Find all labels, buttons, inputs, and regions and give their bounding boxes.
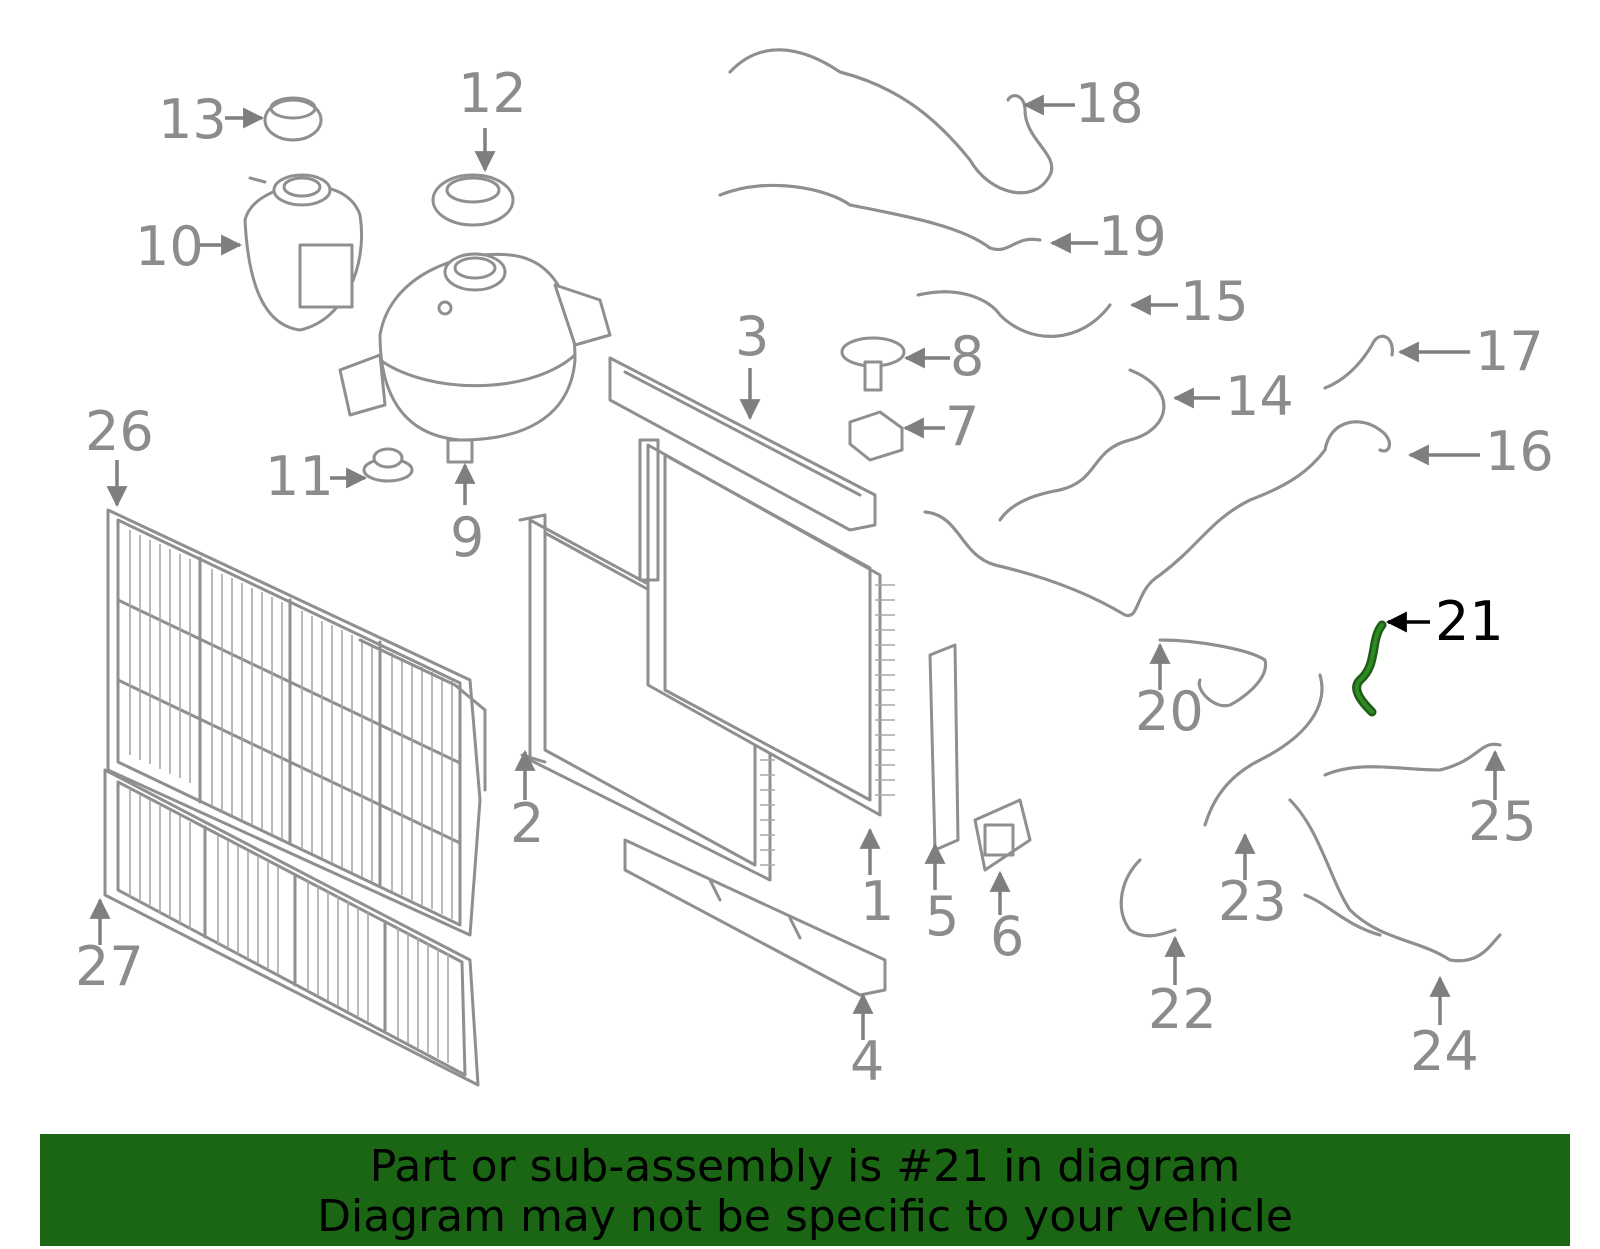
callout-labels: 13 12 10 11 9 3 8 7 18 19 15 14 17 16 21… bbox=[75, 62, 1554, 1093]
hoses-group bbox=[718, 48, 1502, 963]
part-14-hose bbox=[998, 368, 1166, 522]
part-19-hose bbox=[718, 183, 1042, 251]
callout-22: 22 bbox=[1148, 978, 1217, 1041]
callout-20: 20 bbox=[1135, 680, 1204, 743]
callout-10: 10 bbox=[135, 215, 204, 278]
part-12-tank-cap bbox=[431, 173, 515, 227]
part-8-rivet bbox=[840, 336, 906, 392]
callout-1: 1 bbox=[860, 870, 894, 933]
part-13-reservoir-cap bbox=[263, 96, 323, 142]
part-18-hose bbox=[728, 48, 1054, 195]
leader-arrows bbox=[89, 94, 1506, 1040]
part-25-hose bbox=[1323, 742, 1502, 777]
part-4-lower-air-guide bbox=[623, 838, 887, 997]
callout-9: 9 bbox=[450, 506, 484, 569]
part-16-hose bbox=[923, 420, 1391, 617]
part-1-radiator bbox=[638, 438, 895, 817]
callout-11: 11 bbox=[265, 445, 334, 508]
callout-6: 6 bbox=[990, 905, 1024, 968]
info-banner: Part or sub-assembly is #21 in diagram D… bbox=[40, 1134, 1570, 1246]
part-23-hose bbox=[1203, 673, 1324, 827]
part-10-reservoir bbox=[243, 173, 364, 332]
callout-8: 8 bbox=[950, 325, 984, 388]
callout-23: 23 bbox=[1218, 870, 1287, 933]
part-6-bracket bbox=[973, 798, 1032, 872]
callout-7: 7 bbox=[945, 395, 979, 458]
callout-3: 3 bbox=[735, 305, 769, 368]
part-7-clip bbox=[848, 410, 904, 462]
banner-line-1: Part or sub-assembly is #21 in diagram bbox=[369, 1141, 1241, 1192]
callout-4: 4 bbox=[850, 1030, 884, 1093]
banner-line-2: Diagram may not be specific to your vehi… bbox=[317, 1191, 1293, 1242]
part-5-side-seal bbox=[928, 643, 960, 852]
callout-18: 18 bbox=[1075, 72, 1144, 135]
callout-13: 13 bbox=[158, 88, 227, 151]
callout-25: 25 bbox=[1468, 790, 1537, 853]
callout-16: 16 bbox=[1485, 420, 1554, 483]
part-3-upper-bracket bbox=[608, 356, 877, 532]
callout-15: 15 bbox=[1180, 270, 1249, 333]
callout-27: 27 bbox=[75, 935, 144, 998]
callout-17: 17 bbox=[1475, 320, 1544, 383]
part-27-lower-air-shutter bbox=[103, 768, 480, 1087]
callout-19: 19 bbox=[1098, 205, 1167, 268]
part-9-expansion-tank bbox=[338, 252, 612, 464]
callout-2: 2 bbox=[510, 792, 544, 855]
callout-14: 14 bbox=[1225, 365, 1294, 428]
callout-24: 24 bbox=[1410, 1020, 1479, 1083]
part-26-upper-air-shutter bbox=[106, 508, 487, 937]
part-11-grommet bbox=[362, 447, 414, 483]
callout-5: 5 bbox=[925, 885, 959, 948]
callout-26: 26 bbox=[85, 400, 154, 463]
callout-21: 21 bbox=[1435, 590, 1504, 653]
callout-12: 12 bbox=[458, 62, 527, 125]
part-21-highlighted-hose bbox=[1352, 620, 1387, 717]
